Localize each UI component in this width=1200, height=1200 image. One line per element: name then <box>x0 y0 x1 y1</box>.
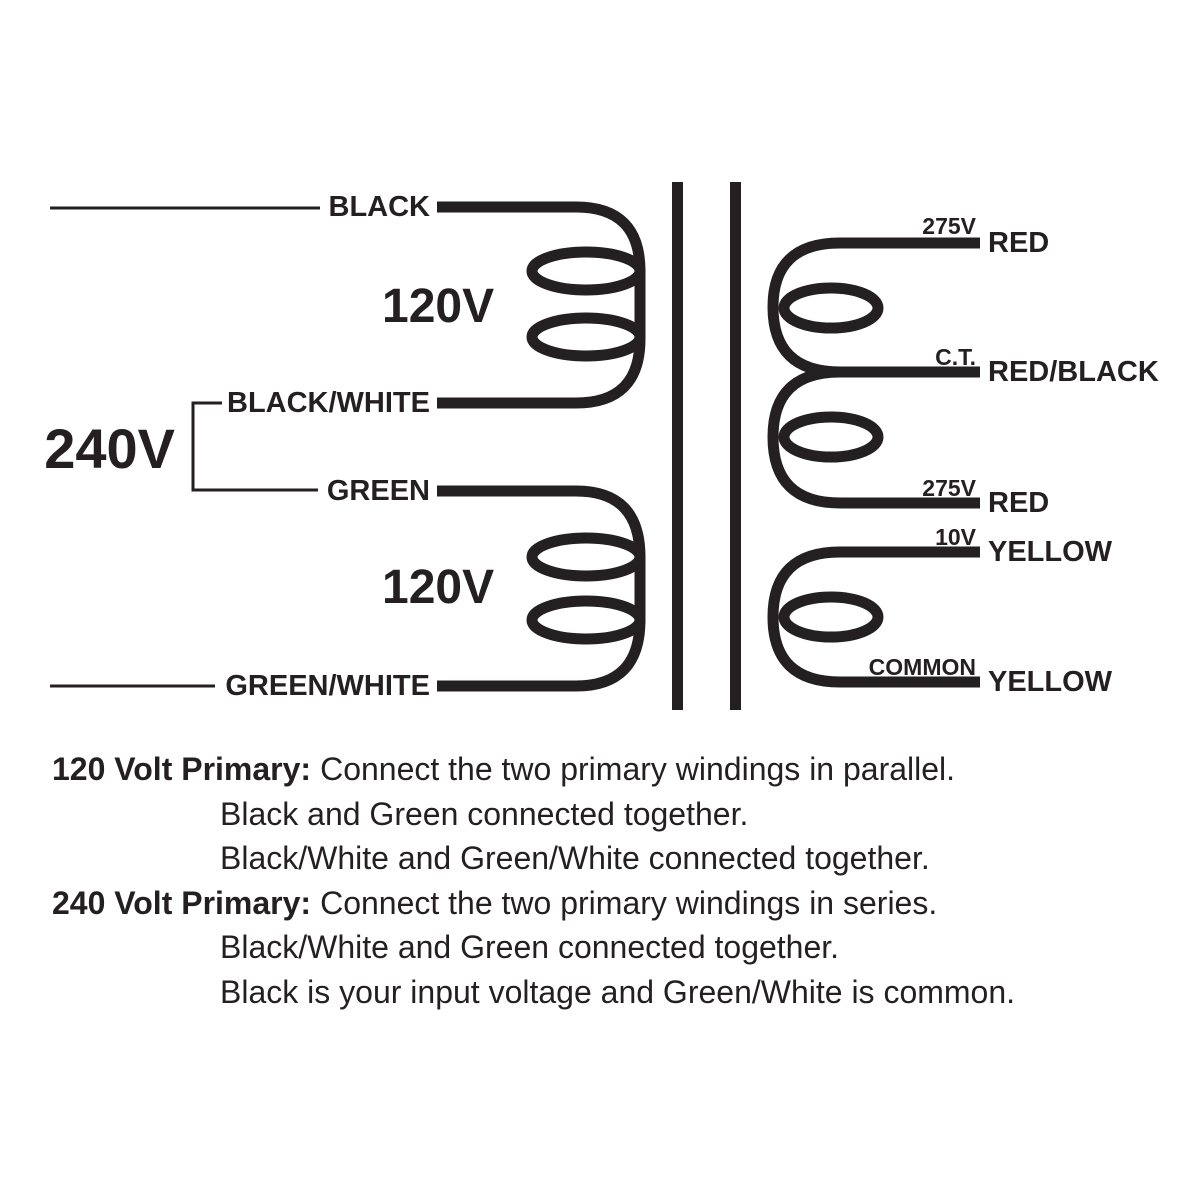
instruction-text: Black/White and Green/White connected to… <box>220 840 930 876</box>
tap-marking-275v-bottom: 275V <box>922 475 976 501</box>
primary-winding-1-loop-1 <box>526 246 646 296</box>
primary-winding-2-wire <box>437 485 646 692</box>
instruction-line: Black/White and Green/White connected to… <box>52 836 1182 881</box>
secondary-lv-wire <box>767 546 980 688</box>
primary-winding-1-loop-2 <box>526 312 646 362</box>
instruction-line: 120 Volt Primary:Connect the two primary… <box>52 747 1182 792</box>
tap-marking-275v-top: 275V <box>922 213 976 239</box>
instruction-line: Black/White and Green connected together… <box>52 925 1182 970</box>
winding-voltage-label-bottom: 120V <box>382 561 495 614</box>
instruction-line: Black and Green connected together. <box>52 792 1182 837</box>
instruction-heading: 120 Volt Primary: <box>52 751 312 787</box>
instruction-line: Black is your input voltage and Green/Wh… <box>52 970 1182 1015</box>
instructions-block: 120 Volt Primary:Connect the two primary… <box>52 747 1182 1014</box>
wire-label-red-black: RED/BLACK <box>988 356 1159 388</box>
lead-label-black: BLACK <box>328 191 431 223</box>
series-240v-bracket <box>191 401 318 492</box>
secondary-hv-lower-wire <box>767 366 980 509</box>
lead-label-black-white: BLACK/WHITE <box>227 387 430 419</box>
instruction-text: Black is your input voltage and Green/Wh… <box>220 973 1016 1010</box>
secondary-lv-loop <box>778 591 884 643</box>
secondary-hv-lower-loop <box>778 411 884 463</box>
instruction-text: Connect the two primary windings in para… <box>320 751 956 787</box>
primary-winding-2-loop-2 <box>526 595 646 645</box>
wire-label-yellow-top: YELLOW <box>988 536 1113 568</box>
tap-marking-ct: C.T. <box>935 344 976 370</box>
lead-label-green: GREEN <box>326 475 430 507</box>
series-voltage-label: 240V <box>44 417 175 480</box>
winding-voltage-label-top: 120V <box>382 280 495 333</box>
secondary-hv-upper-wire <box>767 237 980 378</box>
wire-label-yellow-bottom: YELLOW <box>988 666 1113 698</box>
instruction-text: Connect the two primary windings in seri… <box>320 884 938 921</box>
instruction-line: 240 Volt Primary:Connect the two primary… <box>52 881 1182 926</box>
core-bar-left <box>672 182 683 710</box>
tap-marking-10v: 10V <box>935 524 976 550</box>
core-bar-right <box>730 182 741 710</box>
tap-marking-common: COMMON <box>868 654 976 680</box>
instruction-text: Black/White and Green connected together… <box>220 929 840 965</box>
secondary-hv-upper-loop <box>778 282 884 334</box>
wire-label-red-bottom: RED <box>988 487 1050 519</box>
primary-winding-2-loop-1 <box>526 532 646 582</box>
primary-winding-1-wire <box>437 201 646 409</box>
instruction-heading: 240 Volt Primary: <box>52 884 312 921</box>
wire-label-red-top: RED <box>988 227 1050 259</box>
instruction-text: Black and Green connected together. <box>220 795 749 832</box>
lead-label-green-white: GREEN/WHITE <box>225 670 430 702</box>
